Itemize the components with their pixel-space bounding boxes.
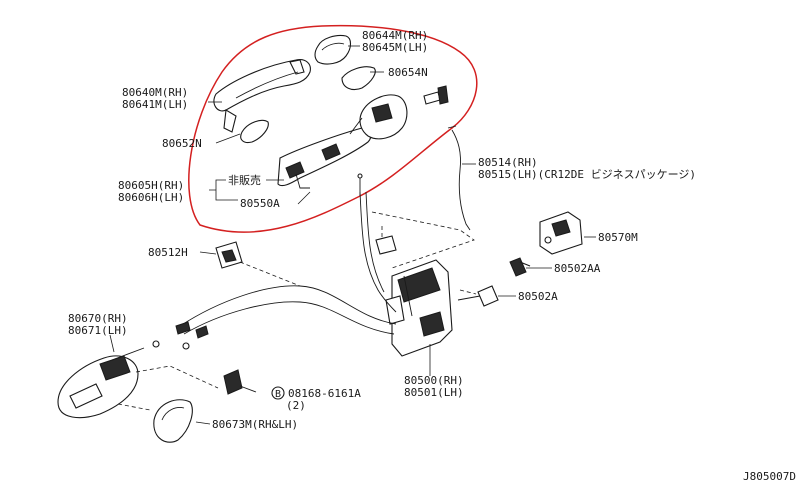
label-80502aa: 80502AA [554,262,601,275]
cable-lower [183,301,395,335]
label-80640: 80640M(RH) [122,86,188,99]
bracket-screw [423,85,449,105]
gasket-rear [341,66,376,91]
figure-code: J805007D [743,470,796,483]
label-80570: 80570M [598,231,638,244]
label-80644: 80644M(RH) [362,29,428,42]
label-80654: 80654N [388,66,428,79]
label-80502a: 80502A [518,290,558,303]
label-80605: 80605H(RH) [118,179,184,192]
cable-upper [179,285,397,327]
door-lock-actuator [375,235,453,357]
handle-cap [314,34,352,65]
label-80671: 80671(LH) [68,324,128,337]
inside-handle [57,347,145,419]
label-80645: 80645M(LH) [362,41,428,54]
label-08168: 08168-6161A [288,387,361,400]
highlight-outline [188,24,478,233]
label-08168-qty: (2) [286,399,306,412]
label-80673: 80673M(RH&LH) [212,418,298,431]
outside-handle [213,59,311,133]
label-80500: 80500(RH) [404,374,464,387]
label-80514: 80514(RH) [478,156,538,169]
label-80670: 80670(RH) [68,312,128,325]
label-80606: 80606H(LH) [118,191,184,204]
rod-dash-box [371,211,475,269]
gasket-front [240,119,269,144]
bolt-badge-letter: B [275,389,281,400]
door-striker [539,211,583,255]
label-not-sold: 非販売 [228,174,261,187]
inside-handle-bolt [223,369,257,395]
handle-bracket [277,94,408,189]
label-80550: 80550A [240,197,280,210]
label-80515: 80515(LH)(CR12DE ビジネスパッケージ) [478,168,696,181]
label-80512: 80512H [148,246,188,259]
bolt-badge-circle [271,386,285,400]
lock-screw [457,285,499,307]
label-80501: 80501(LH) [404,386,464,399]
cable-clip [215,241,243,269]
striker-bolt [509,257,531,277]
label-80652: 80652N [162,137,202,150]
lock-rod [451,129,471,231]
inside-handle-escutcheon [153,399,193,443]
label-80641: 80641M(LH) [122,98,188,111]
